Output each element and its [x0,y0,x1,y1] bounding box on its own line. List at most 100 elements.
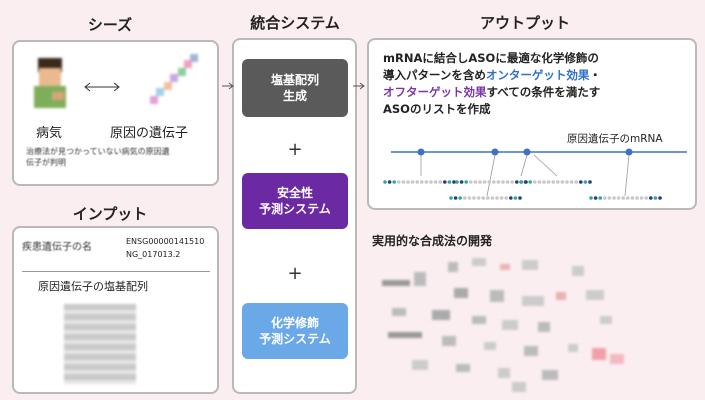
aso-nucleotide [583,180,588,184]
aso-nucleotide [593,196,598,200]
aso-nucleotide [496,180,501,184]
off-target-effect: オフターゲット効果 [383,85,487,99]
aso-nucleotide [459,180,464,184]
aso-nucleotide [449,196,453,200]
aso-nucleotide [569,180,574,184]
binding-site [625,148,633,156]
aso-nucleotide [588,180,592,184]
aso-nucleotide [482,180,487,184]
input-title: インプット [72,205,148,223]
aso-nucleotide [397,180,401,184]
aso-nucleotide [481,196,485,200]
aso-nucleotide [478,180,482,184]
aso-nucleotide [537,180,542,184]
chemmod-line2: 予測システム [259,332,331,346]
aso-nucleotide [429,180,433,184]
connector-line [533,154,558,177]
aso-nucleotide [523,180,528,184]
gene-label: 原因の遺伝子 [110,126,189,141]
system-title: 統合システム [250,14,340,32]
aso-nucleotide [469,180,473,184]
output-panel: mRNAに結合しASOに最適な化学修飾の 導入パターンを含めオンターゲット効果・… [367,38,697,210]
plus-sign-1: + [287,139,303,160]
aso-nucleotide [519,180,523,184]
double-arrow-icon [82,78,122,92]
aso-nucleotide [513,196,518,200]
aso-nucleotide [630,196,635,200]
aso-nucleotide [542,180,546,184]
aso-nucleotide [455,180,459,184]
binding-site [523,148,531,156]
molecule-structure-blurred [372,250,672,395]
aso-nucleotide [515,180,519,184]
aso-nucleotide [574,180,578,184]
aso-nucleotide [639,196,644,200]
aso-nucleotide [505,180,510,184]
seq-gen-line1: 塩基配列 [270,72,319,87]
aso-nucleotide [458,196,462,200]
output-line2: 導入パターンを含めオンターゲット効果・ [383,67,689,84]
output-description: mRNAに結合しASOに最適な化学修飾の 導入パターンを含めオンターゲット効果・… [383,50,689,118]
aso-nucleotide [653,196,658,200]
mrna-diagram [383,148,687,200]
aso-nucleotide [463,196,467,200]
aso-nucleotide [533,180,537,184]
aso-nucleotide [510,180,514,184]
connector-line [520,154,528,177]
aso-nucleotide [401,180,406,184]
aso-nucleotide [443,180,447,184]
seeds-title: シーズ [87,16,133,34]
aso-nucleotide [579,180,583,184]
aso-nucleotide [560,180,565,184]
aso-nucleotide [476,196,481,200]
aso-nucleotide [644,196,648,200]
aso-nucleotide [406,180,410,184]
aso-nucleotide [410,180,415,184]
aso-nucleotide [621,196,625,200]
seq-gen-line2: 生成 [282,89,307,103]
aso-nucleotide [464,180,468,184]
aso-nucleotide [598,196,602,200]
aso-nucleotide [658,196,662,200]
sequence-label: 原因遺伝子の塩基配列 [38,280,148,293]
output-title: アウトプット [479,14,570,32]
safety-line1: 安全性 [276,185,313,200]
output-line3-post: すべての条件を満たす [486,85,601,99]
connector-line [624,154,630,197]
disease-label: 病気 [36,126,63,141]
aso-nucleotide [607,196,612,200]
output-line4: ASOのリストを作成 [383,102,491,116]
seeds-note-blurred: 治療法が見つかっていない病気の原因遺伝子が判明 [26,147,170,167]
sequence-generation-box: 塩基配列 生成 [242,59,348,117]
output-line3: オフターゲット効果すべての条件を満たす [383,84,689,101]
aso-nucleotide [501,180,505,184]
aso-nucleotide [551,180,555,184]
aso-nucleotide [433,180,438,184]
aso-nucleotide [504,196,508,200]
dna-strand-icon [140,52,204,110]
aso-nucleotide [473,180,478,184]
aso-nucleotide [499,196,504,200]
binding-site [417,148,425,156]
aso-nucleotide [556,180,560,184]
aso-nucleotide [492,180,496,184]
aso-nucleotide [649,196,653,200]
binding-site [491,148,499,156]
binding-sites [417,148,633,156]
aso-nucleotide [467,196,472,200]
aso-nucleotide [383,180,387,184]
aso-nucleotide [447,180,452,184]
aso-nucleotide [420,180,424,184]
synthesis-title: 実用的な合成法の開発 [372,234,493,248]
aso-nucleotide [528,180,532,184]
aso-nucleotide [509,196,513,200]
input-panel: 疾患遺伝子の名 ENSG00000141510 NG_017013.2 原因遺伝… [12,226,219,394]
arrow-into-system-icon [221,80,235,94]
aso-nucleotide [452,180,456,184]
seeds-panel: 病気 原因の遺伝子 治療法が見つかっていない病気の原因遺伝子が判明 [12,40,219,186]
arrow-out-of-system-icon [352,80,366,94]
aso-nucleotide [612,196,616,200]
aso-nucleotide [635,196,639,200]
gene-id-ensembl: ENSG00000141510 [126,237,205,246]
mrna-label: 原因遺伝子のmRNA [567,133,663,145]
